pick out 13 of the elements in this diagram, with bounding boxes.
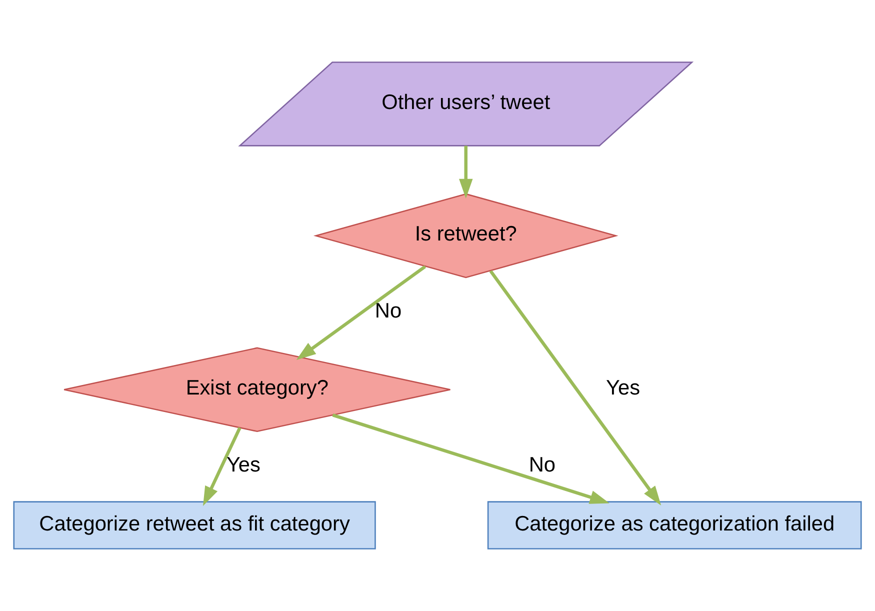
edge-label: Yes: [606, 376, 640, 400]
edge-label: No: [374, 300, 402, 323]
node-box: Categorize retweet as fit category: [13, 501, 376, 550]
arrow: [489, 270, 662, 506]
arrow: [459, 146, 473, 199]
node-diamond: Is retweet?: [313, 193, 618, 278]
node-box: Categorize as categorization failed: [487, 501, 862, 550]
arrow: [332, 413, 610, 504]
arrow: [203, 426, 242, 506]
edge-label: No: [528, 454, 556, 477]
arrow: [296, 265, 426, 360]
node-diamond: Exist category?: [63, 347, 451, 432]
edge-label: Yes: [226, 454, 260, 477]
